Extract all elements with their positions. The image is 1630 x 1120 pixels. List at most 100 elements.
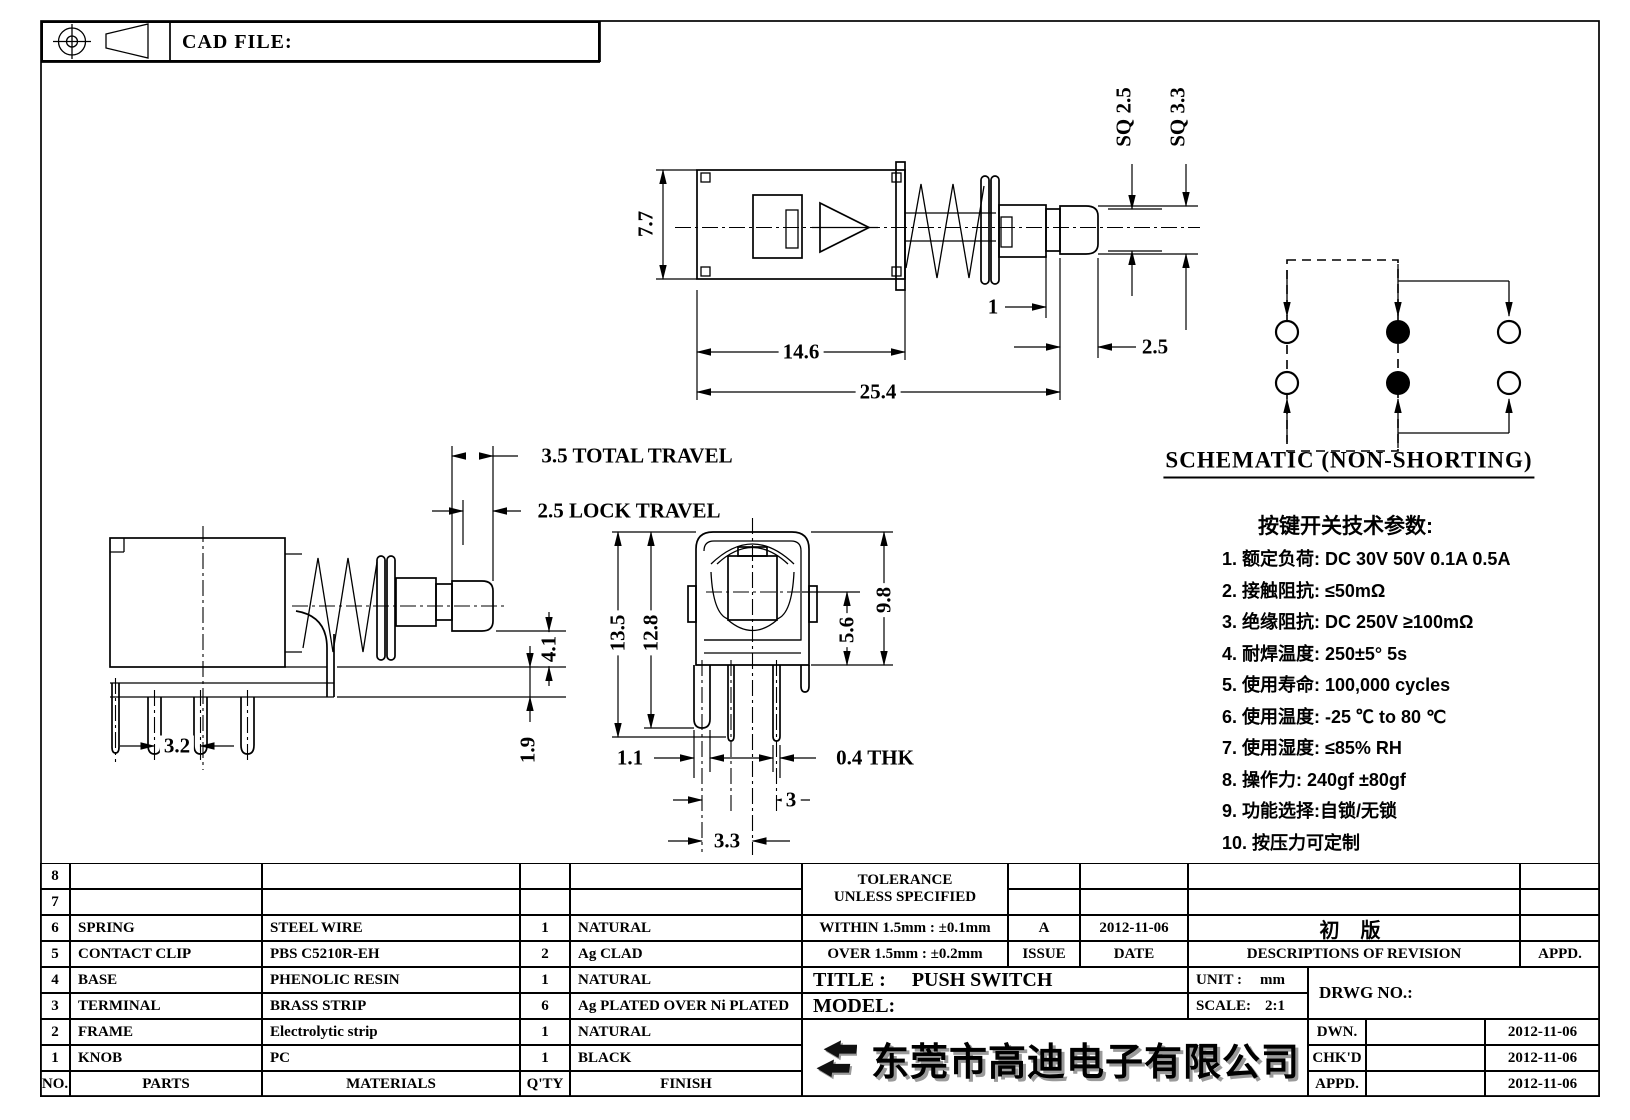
company-logo-icon (816, 1040, 857, 1080)
spec-item: 10. 按压力可定制 (1222, 832, 1361, 853)
appd-signature (1366, 1071, 1485, 1097)
schematic-caption: SCHEMATIC (NON-SHORTING) (1163, 448, 1535, 479)
cell-finish: Ag CLAD (570, 941, 802, 967)
empty-cell (1188, 889, 1520, 915)
dim-label-sq-large: SQ 3.3 (1165, 87, 1190, 147)
cell-finish: Ag PLATED OVER Ni PLATED (570, 993, 802, 1019)
cell-part (70, 889, 262, 915)
company-cell: 东莞市高迪电子有限公司 (802, 1019, 1308, 1097)
cell-qty: 1 (520, 967, 570, 993)
appd-sign-label: APPD. (1308, 1071, 1366, 1097)
cell-qty: 2 (520, 941, 570, 967)
spec-item: 1. 额定负荷: DC 30V 50V 0.1A 0.5A (1222, 549, 1511, 569)
cell-no: 4 (40, 967, 70, 993)
front-view-drawing (612, 518, 893, 855)
dwn-label: DWN. (1308, 1019, 1366, 1045)
scale-label: SCALE: (1196, 997, 1252, 1014)
empty-cell (1188, 863, 1520, 889)
table-row: 6 SPRING STEEL WIRE 1 NATURAL (40, 915, 802, 941)
tolerance-line1: TOLERANCE (857, 872, 953, 888)
cell-no: 6 (40, 915, 70, 941)
empty-cell (1080, 889, 1188, 915)
cell-finish: BLACK (570, 1045, 802, 1071)
dim-label-shoulder: 1.9 (515, 736, 540, 764)
table-row: 1 KNOB PC 1 BLACK (40, 1045, 802, 1071)
revision-date-value: 2012-11-06 (1080, 915, 1188, 941)
spec-item: 2. 接触阻抗: ≤50mΩ (1222, 580, 1386, 601)
title-value: PUSH SWITCH (911, 968, 1053, 991)
header-finish: FINISH (570, 1071, 802, 1097)
terminal-common (1386, 320, 1410, 344)
cell-part: TERMINAL (70, 993, 262, 1019)
cell-material: PBS C5210R-EH (262, 941, 520, 967)
dwn-signature (1366, 1019, 1485, 1045)
company-name: 东莞市高迪电子有限公司 (870, 1041, 1300, 1084)
dim-label-body-height: 9.8 (872, 582, 896, 618)
dim-label-pin-pitch-side: 3.2 (159, 735, 195, 757)
cell-no: 5 (40, 941, 70, 967)
cell-material: PHENOLIC RESIN (262, 967, 520, 993)
side-view-drawing (109, 446, 566, 770)
cell-material: Electrolytic strip (262, 1019, 520, 1045)
top-view-drawing (656, 161, 1200, 400)
cell-part: SPRING (70, 915, 262, 941)
terminal-common (1386, 371, 1410, 395)
cell-qty: 1 (520, 1045, 570, 1071)
cell-part: FRAME (70, 1019, 262, 1045)
cell-qty (520, 889, 570, 915)
spec-item: 9. 功能选择:自锁/无锁 (1222, 801, 1398, 821)
terminal-open (1274, 319, 1300, 345)
cell-material: BRASS STRIP (262, 993, 520, 1019)
cell-finish: NATURAL (570, 967, 802, 993)
spec-item: 7. 使用湿度: ≤85% RH (1222, 738, 1402, 758)
table-row: 8 (40, 863, 802, 889)
dim-label-leg-width: 1.1 (616, 745, 644, 770)
cell-no: 2 (40, 1019, 70, 1045)
unit-value: mm (1259, 971, 1285, 988)
unit-cell: UNIT : mm (1188, 967, 1308, 993)
scale-value: 2:1 (1265, 997, 1286, 1014)
chkd-date: 2012-11-06 (1485, 1045, 1600, 1071)
title-label: TITLE : (813, 968, 886, 991)
cell-qty: 1 (520, 915, 570, 941)
drwg-no-cell: DRWG NO.: (1308, 967, 1600, 1019)
table-row: 5 CONTACT CLIP PBS C5210R-EH 2 Ag CLAD (40, 941, 802, 967)
spec-item: 8. 操作力: 240gf ±80gf (1222, 769, 1406, 790)
dim-label-knob: 2.5 (1141, 334, 1169, 359)
unit-label: UNIT : (1196, 971, 1242, 988)
chkd-label: CHK'D (1308, 1045, 1366, 1071)
cell-finish (570, 863, 802, 889)
empty-cell (1520, 889, 1600, 915)
appd-label: APPD. (1520, 941, 1600, 967)
cell-no: 7 (40, 889, 70, 915)
empty-cell (1008, 863, 1080, 889)
table-row: 2 FRAME Electrolytic strip 1 NATURAL (40, 1019, 802, 1045)
dim-label-total-length: 25.4 (855, 381, 901, 403)
schematic-drawing (1274, 259, 1522, 452)
terminal-open (1274, 370, 1300, 396)
spec-item: 6. 使用温度: -25 ℃ to 80 ℃ (1222, 706, 1447, 727)
dim-label-height: 7.7 (633, 210, 658, 238)
dim-label-thickness: 0.4 THK (836, 745, 914, 770)
cell-no: 8 (40, 863, 70, 889)
tolerance-over: OVER 1.5mm : ±0.2mm (802, 941, 1008, 967)
tolerance-cell: TOLERANCE UNLESS SPECIFIED (802, 863, 1008, 915)
cell-qty: 1 (520, 1019, 570, 1045)
dim-label-center: 3.3 (709, 830, 745, 852)
cell-qty (520, 863, 570, 889)
dim-label-pin-pitch-front: 3 (781, 789, 801, 811)
issue-label: ISSUE (1008, 941, 1080, 967)
header-parts: PARTS (70, 1071, 262, 1097)
dim-label-total-travel: 3.5 TOTAL TRAVEL (541, 443, 733, 468)
cell-finish (570, 889, 802, 915)
cell-part (70, 863, 262, 889)
tolerance-line2: UNLESS SPECIFIED (833, 889, 977, 905)
dim-label-bend: 4.1 (537, 631, 561, 667)
revision-description-value: 初 版 (1188, 915, 1520, 941)
dim-label-step: 1 (987, 294, 999, 319)
cad-file-label: CAD FILE: (182, 31, 293, 53)
spec-item: 3. 绝缘阻抗: DC 250V ≥100mΩ (1222, 612, 1474, 632)
dim-label-lock-travel: 2.5 LOCK TRAVEL (537, 498, 721, 523)
